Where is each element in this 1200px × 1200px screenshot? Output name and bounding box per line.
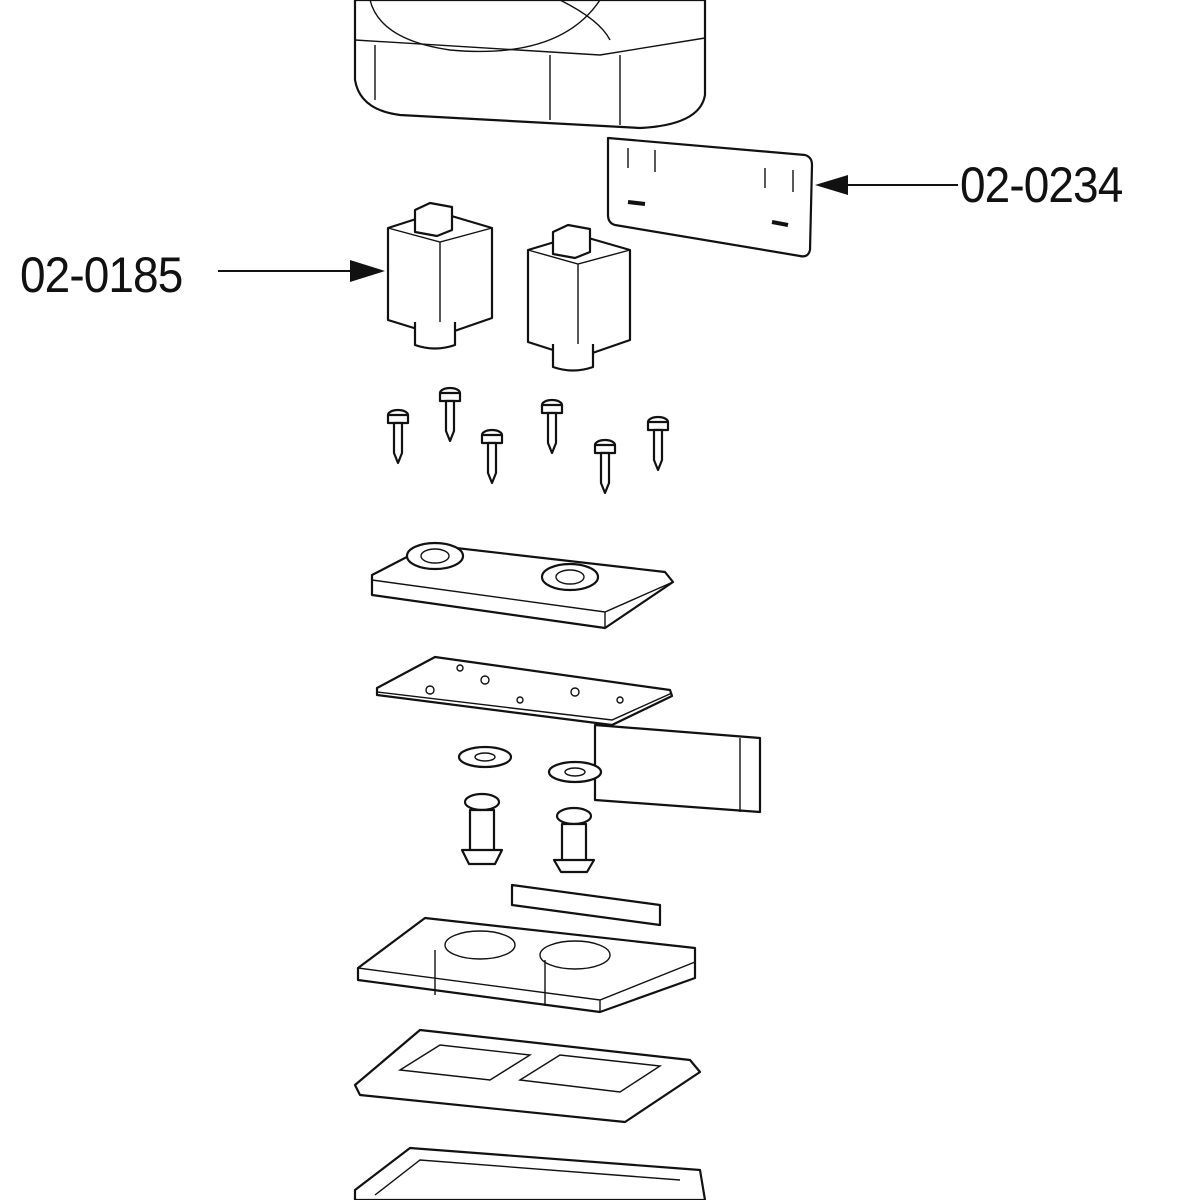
cover-plate xyxy=(606,136,814,258)
valve-body xyxy=(356,883,697,1014)
callout-arrow-02-0185 xyxy=(218,260,385,282)
screws xyxy=(386,386,670,495)
screw xyxy=(386,408,410,465)
callout-label-solenoid-coil: 02-0185 xyxy=(20,247,183,303)
solenoid-coil-right xyxy=(526,223,632,372)
solenoid-coil-left xyxy=(386,201,494,350)
screw xyxy=(646,415,670,472)
housing-top xyxy=(353,0,707,130)
screw xyxy=(480,428,504,485)
gasket-frame xyxy=(353,1028,702,1124)
screw xyxy=(438,386,462,443)
callout-arrow-02-0234 xyxy=(815,175,958,195)
manifold-block xyxy=(370,541,675,630)
base-housing xyxy=(353,1146,707,1200)
screw xyxy=(593,438,617,495)
callout-label-cover-plate: 02-0234 xyxy=(960,157,1123,213)
plungers xyxy=(460,792,596,874)
gasket-plate xyxy=(375,655,762,814)
washers xyxy=(457,745,603,784)
screw xyxy=(540,398,564,455)
